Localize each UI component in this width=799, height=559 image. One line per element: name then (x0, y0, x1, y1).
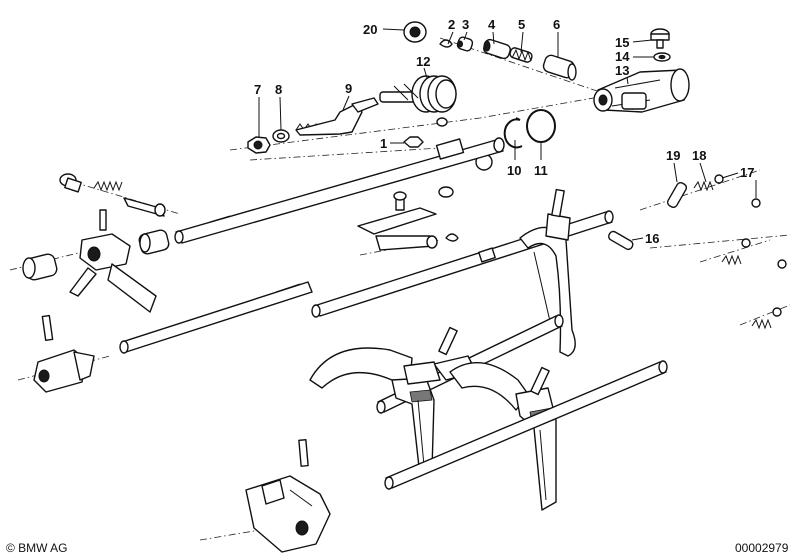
callout-16: 16 (645, 231, 659, 246)
part-15-screw (650, 28, 670, 49)
copyright-label: © BMW AG (6, 541, 68, 555)
right-detent-springs (721, 238, 787, 330)
part-17-ball (751, 198, 761, 208)
selector-rod-lower (119, 281, 313, 354)
part-8-washer (272, 129, 290, 143)
diagram-number: 00002979 (735, 541, 789, 555)
callout-5: 5 (518, 17, 525, 32)
callout-10: 10 (507, 163, 521, 178)
callout-4: 4 (488, 17, 496, 32)
part-11-ring (526, 109, 556, 143)
left-bushings (22, 229, 170, 281)
detent-pin-left (59, 173, 166, 217)
callout-2: 2 (448, 17, 455, 32)
main-selector-shaft (174, 137, 505, 244)
part-6-plunger (542, 54, 577, 81)
part-9-selector-lever (295, 97, 379, 136)
part-7-nut (247, 136, 271, 154)
callout-11: 11 (534, 163, 548, 178)
callout-labels: 20 2 3 4 5 6 15 14 13 7 8 9 12 1 10 11 1… (254, 17, 754, 246)
part-19-pin (666, 182, 688, 208)
part-13-selector-housing (593, 68, 690, 113)
part-10-circlip (503, 117, 523, 149)
part-2-circlip (439, 39, 453, 48)
callout-20: 20 (363, 22, 377, 37)
callout-3: 3 (462, 17, 469, 32)
part-5-spring (509, 47, 533, 63)
part-1-bolt-group (403, 117, 493, 198)
callout-15: 15 (615, 35, 629, 50)
callout-17: 17 (740, 165, 754, 180)
part-16-pin (608, 230, 634, 251)
selector-rod-bottom (384, 360, 668, 490)
callout-6: 6 (553, 17, 560, 32)
small-shift-yoke (33, 314, 95, 393)
callout-19: 19 (666, 148, 680, 163)
part-18-spring (693, 174, 724, 192)
callout-14: 14 (615, 49, 630, 64)
callout-8: 8 (275, 82, 282, 97)
part-4-pin-sleeve (483, 38, 511, 60)
callout-9: 9 (345, 81, 352, 96)
callout-7: 7 (254, 82, 261, 97)
callout-1: 1 (380, 136, 387, 151)
part-3-bush (456, 36, 474, 52)
bottom-selector-block (245, 439, 331, 553)
interlock-plate (357, 191, 459, 251)
left-shift-finger (69, 209, 157, 313)
part-12-spring-assembly (379, 75, 457, 113)
part-14-washer (653, 52, 671, 62)
leader-lines (258, 28, 757, 241)
callout-18: 18 (692, 148, 706, 163)
shift-fork-center (309, 326, 477, 477)
part-20-sealing-ring (403, 21, 427, 43)
callout-12: 12 (416, 54, 430, 69)
callout-13: 13 (615, 63, 629, 78)
